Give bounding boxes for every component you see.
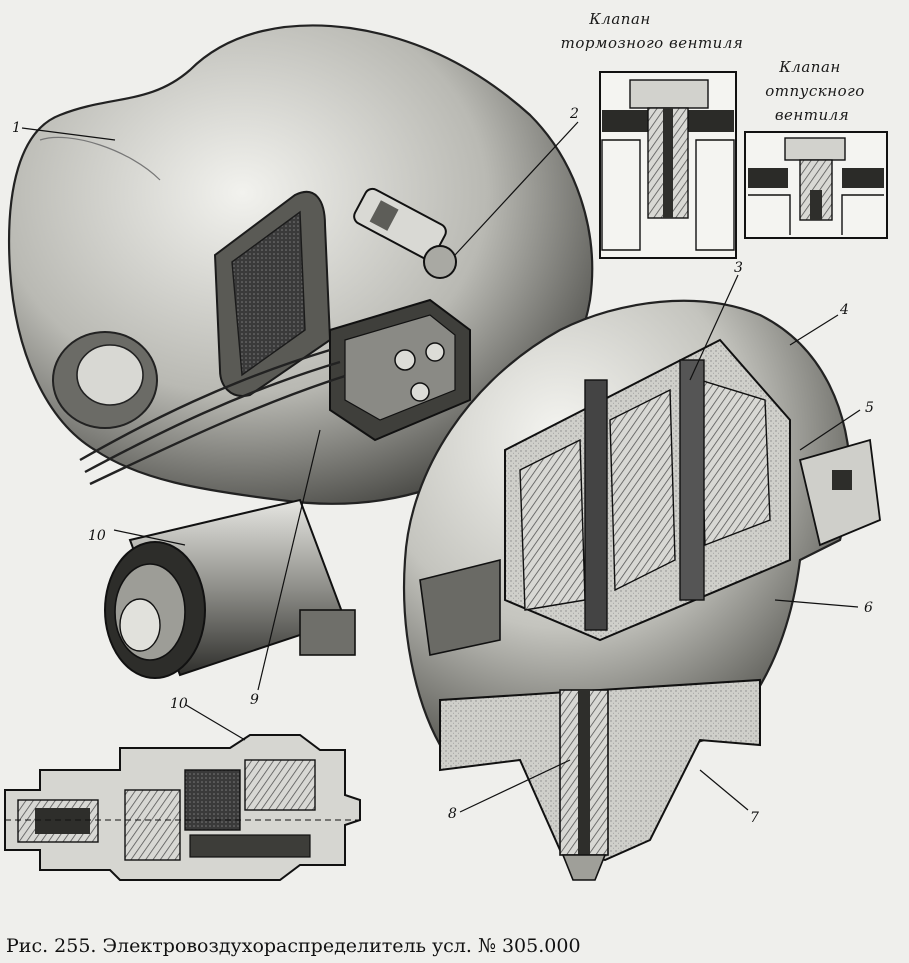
callout-5: 5 <box>865 400 874 416</box>
inset-release-valve: Клапан отпускного вентиля <box>744 58 888 239</box>
callout-10-upper: 10 <box>88 528 106 544</box>
callout-9: 9 <box>250 692 259 708</box>
callout-8: 8 <box>448 806 457 822</box>
callout-labels: 1 2 3 4 5 6 7 8 9 10 10 <box>12 106 874 826</box>
inset-release-title-line1: Клапан <box>778 58 841 76</box>
callout-2: 2 <box>569 106 579 122</box>
inset-brake-title-line1: Клапан <box>588 10 651 28</box>
callout-4: 4 <box>839 302 849 318</box>
illustration: Клапан тормозного вентиля Клапан отпускн… <box>4 10 888 881</box>
terminal-block <box>329 298 471 442</box>
lead-wires <box>79 348 346 486</box>
callout-10-lower: 10 <box>170 696 188 712</box>
callout-3: 3 <box>734 260 743 276</box>
callout-7: 7 <box>750 810 759 826</box>
leader-lines <box>21 121 861 813</box>
callout-6: 6 <box>864 600 873 616</box>
inset-brake-title-line2: тормозного вентиля <box>561 34 744 52</box>
union-fitting <box>353 187 457 279</box>
inset-release-title-line3: вентиля <box>775 106 849 124</box>
cutaway-housing <box>402 299 881 762</box>
inset-brake-valve: Клапан тормозного вентиля <box>561 10 744 259</box>
callout-1: 1 <box>12 120 21 136</box>
cross-section-drawing <box>4 734 361 881</box>
valve-body <box>439 678 761 881</box>
magnet-coil <box>213 190 332 397</box>
figure-caption: Рис. 255. Электровоздухораспределитель у… <box>6 935 581 957</box>
side-port-cylinder <box>104 498 356 679</box>
inset-release-title-line2: отпускного <box>765 82 865 100</box>
